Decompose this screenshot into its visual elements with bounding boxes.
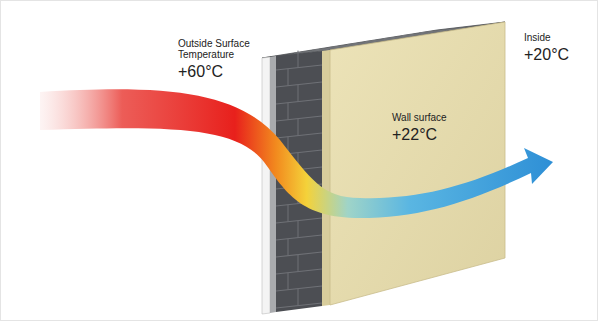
mortar-joint (276, 218, 322, 223)
mortar-joint (298, 221, 299, 238)
mortar-joint (288, 239, 289, 256)
mortar-joint (298, 255, 299, 272)
mortar-joint (298, 289, 299, 306)
temperature-value: +20°C (524, 46, 590, 64)
heat-flow-arrow (40, 89, 553, 218)
mortar-joint (276, 252, 322, 257)
mortar-joint (298, 51, 299, 68)
mortar-joint (276, 286, 322, 291)
mortar-joint (276, 99, 322, 104)
mortar-joint (288, 69, 289, 86)
mortar-joint (276, 82, 322, 87)
mortar-joint (288, 103, 289, 120)
temperature-value: +22°C (392, 126, 462, 144)
mortar-joint (298, 85, 299, 102)
temperature-value: +60°C (178, 63, 248, 81)
insulation-layer (262, 57, 270, 314)
wall-inner-face (330, 22, 505, 305)
mortar-joint (288, 205, 289, 222)
mortar-joint (276, 133, 322, 138)
temperature-caption: Wall surface (392, 112, 472, 123)
temperature-caption: Inside (524, 32, 588, 43)
mortar-joint (276, 269, 322, 274)
mortar-joint (276, 303, 322, 308)
mortar-joint (298, 119, 299, 136)
mortar-joint (276, 235, 322, 240)
temperature-caption: Outside Surface Temperature (178, 38, 262, 60)
mortar-joint (276, 65, 322, 70)
render-layer (270, 56, 276, 313)
plaster-layer (322, 50, 330, 306)
mortar-joint (288, 273, 289, 290)
mortar-joint (276, 116, 322, 121)
